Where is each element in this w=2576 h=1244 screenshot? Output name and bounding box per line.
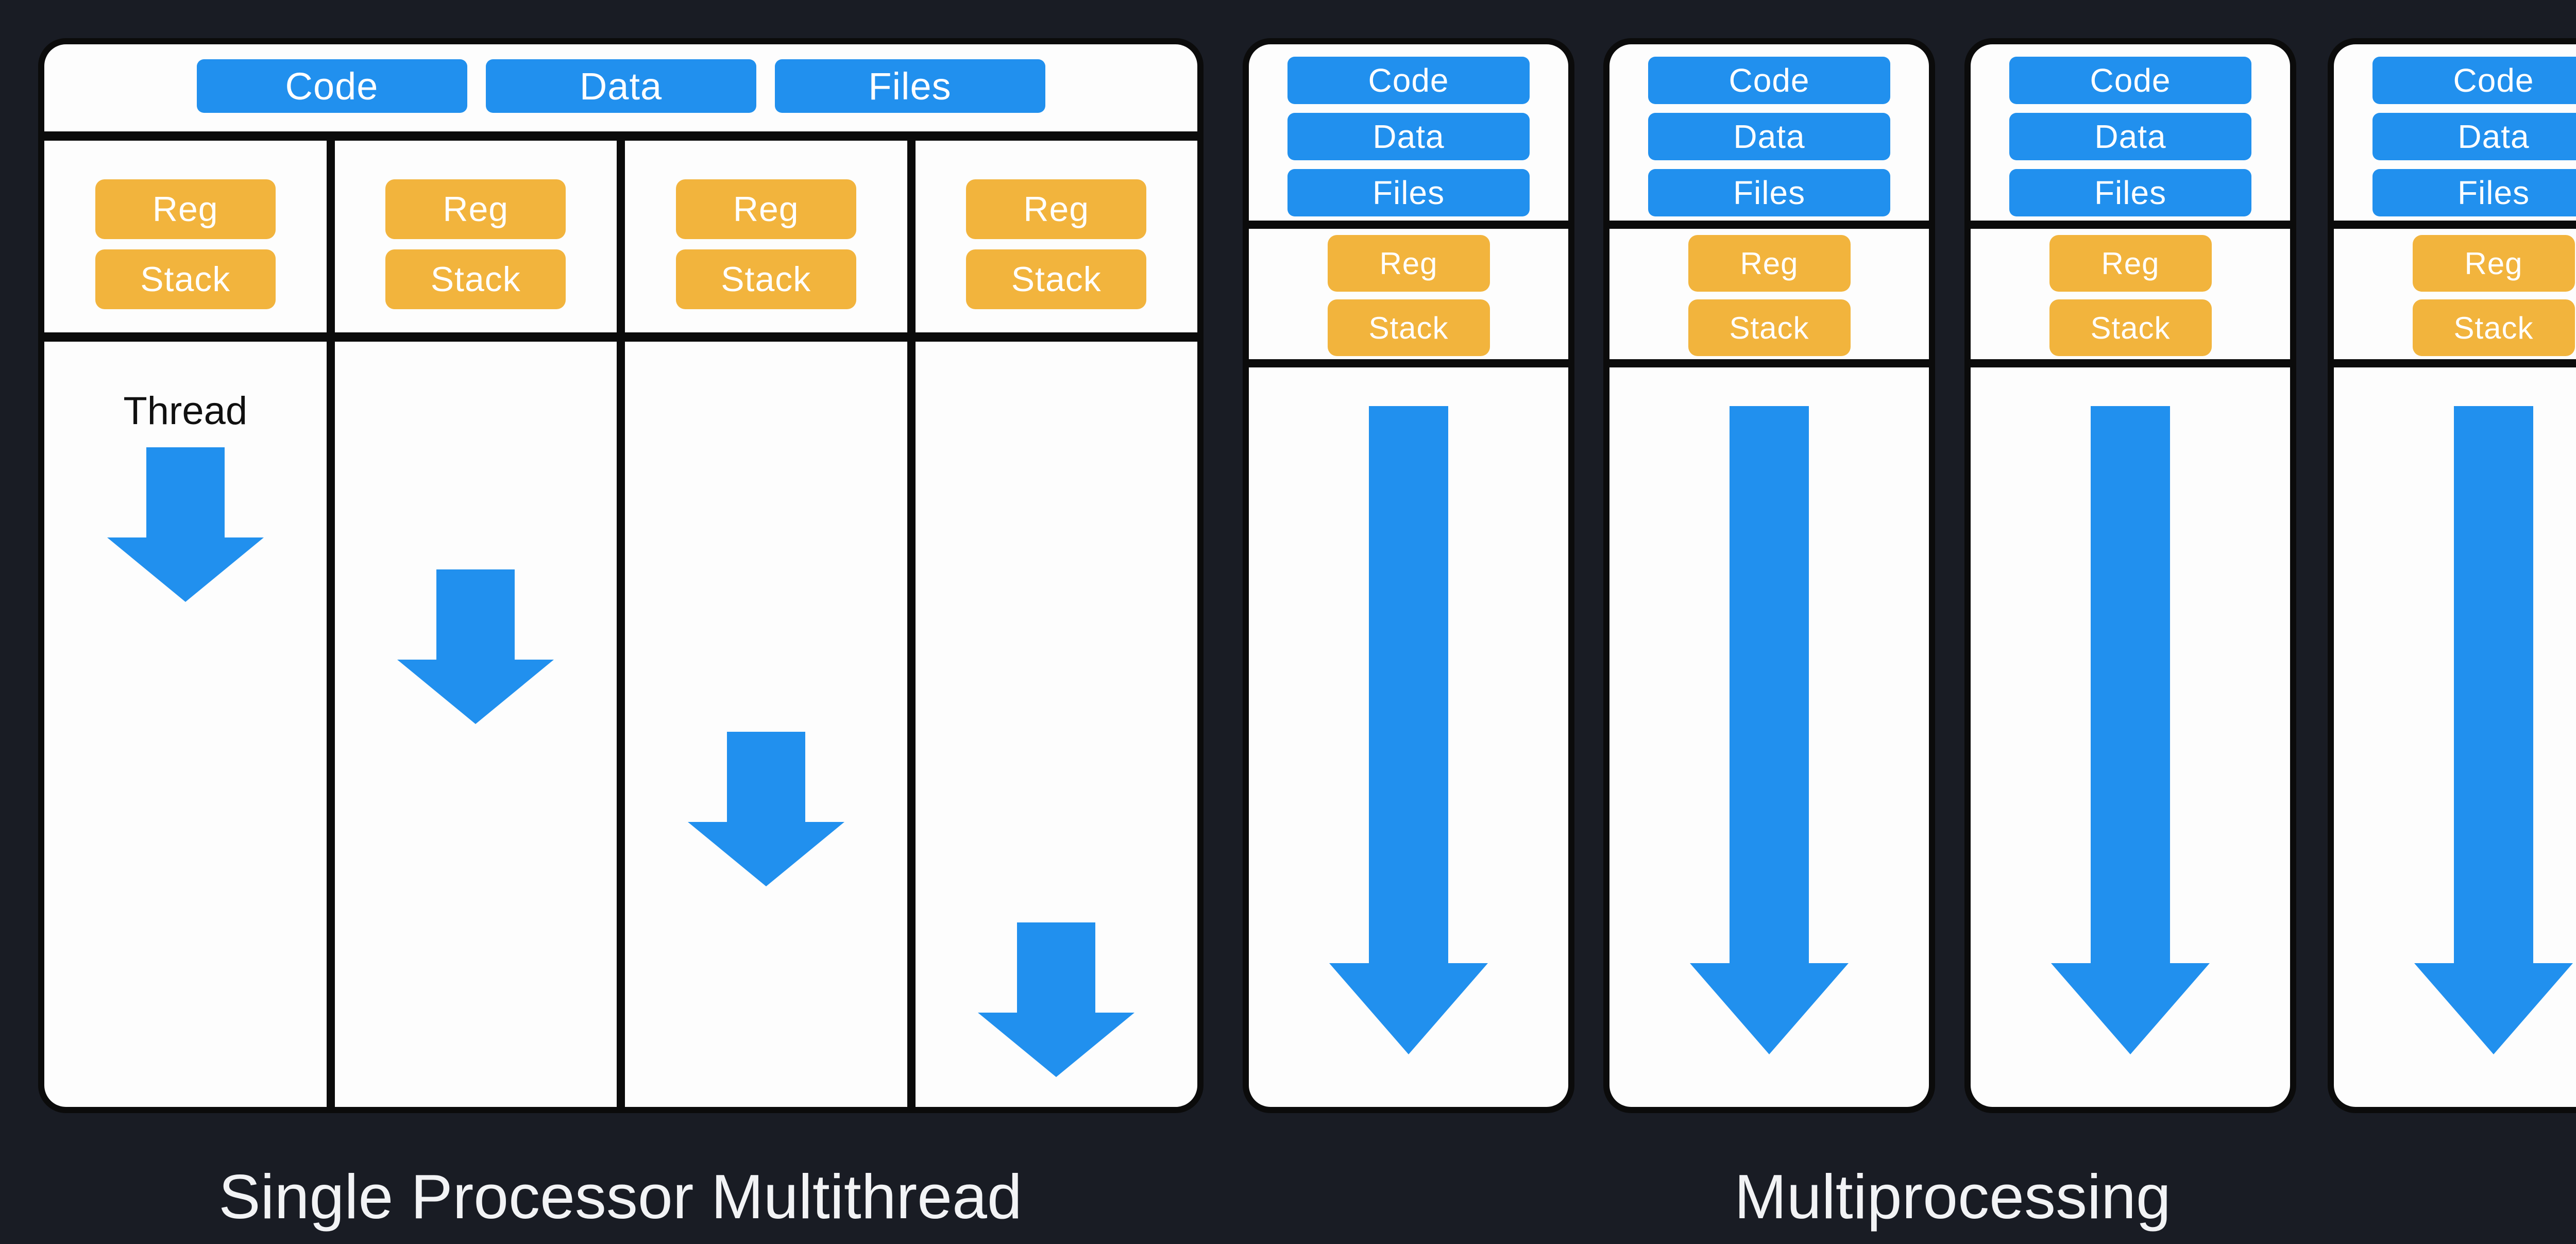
process-3-resources: Code Data Files — [1971, 44, 2290, 229]
process-1-resources: Code Data Files — [1249, 44, 1568, 229]
code-block: Code — [2372, 57, 2576, 104]
caption-single-processor-multithread: Single Processor Multithread — [218, 1162, 1022, 1232]
code-block: Code — [1648, 57, 1890, 104]
reg-block: Reg — [966, 179, 1147, 239]
process-panel-2: Code Data Files Reg Stack — [1603, 38, 1935, 1113]
stack-block: Stack — [2412, 299, 2575, 356]
process-arrow-2 — [1690, 406, 1849, 1054]
reg-block: Reg — [675, 179, 856, 239]
thread-1-context: Reg Stack — [44, 141, 327, 342]
process-panel-4: Code Data Files Reg Stack — [2328, 38, 2576, 1113]
process-panel-3: Code Data Files Reg Stack — [1964, 38, 2296, 1113]
thread-arrow-1 — [107, 447, 264, 602]
data-block: Data — [2009, 113, 2251, 160]
process-arrow-3 — [2051, 406, 2210, 1054]
process-4-resources: Code Data Files — [2334, 44, 2576, 229]
arrow-stem — [1730, 406, 1809, 963]
reg-block: Reg — [1327, 235, 1490, 292]
reg-block: Reg — [95, 179, 276, 239]
thread-column-2: Reg Stack — [326, 141, 617, 1107]
arrow-stem — [1369, 406, 1448, 963]
thread-label: Thread — [123, 389, 248, 433]
thread-column-3: Reg Stack — [617, 141, 907, 1107]
reg-block: Reg — [2049, 235, 2212, 292]
thread-column-4: Reg Stack — [907, 141, 1198, 1107]
thread-4-context: Reg Stack — [915, 141, 1197, 342]
reg-block: Reg — [2412, 235, 2575, 292]
arrow-head — [2051, 963, 2210, 1054]
thread-1-timeline: Thread — [44, 342, 327, 1107]
process-3-context: Reg Stack — [1971, 229, 2290, 367]
arrow-stem — [436, 569, 515, 660]
stack-block: Stack — [1688, 299, 1851, 356]
stack-block: Stack — [1327, 299, 1490, 356]
stack-block: Stack — [966, 249, 1147, 309]
process-2-resources: Code Data Files — [1609, 44, 1929, 229]
data-block: Data — [2372, 113, 2576, 160]
process-arrow-4 — [2414, 406, 2573, 1054]
arrow-head — [1690, 963, 1849, 1054]
stack-block: Stack — [2049, 299, 2212, 356]
arrow-stem — [146, 447, 225, 537]
single-processor-panel: Code Data Files Reg Stack Thread — [38, 38, 1204, 1113]
process-4-context: Reg Stack — [2334, 229, 2576, 367]
arrow-stem — [726, 732, 805, 822]
data-block: Data — [1287, 113, 1530, 160]
process-1-timeline — [1249, 367, 1568, 1107]
arrow-head — [687, 822, 844, 886]
process-arrow-1 — [1329, 406, 1488, 1054]
arrow-head — [978, 1013, 1135, 1077]
process-3-timeline — [1971, 367, 2290, 1107]
files-block: Files — [2009, 169, 2251, 216]
shared-resources-row: Code Data Files — [44, 44, 1197, 141]
stack-block: Stack — [95, 249, 276, 309]
arrow-head — [2414, 963, 2573, 1054]
thread-2-timeline — [335, 342, 617, 1107]
files-block: Files — [774, 59, 1045, 113]
arrow-head — [107, 537, 264, 602]
reg-block: Reg — [385, 179, 566, 239]
data-block: Data — [485, 59, 756, 113]
arrow-stem — [1017, 922, 1096, 1013]
arrow-stem — [2091, 406, 2170, 963]
process-2-context: Reg Stack — [1609, 229, 1929, 367]
stack-block: Stack — [675, 249, 856, 309]
reg-block: Reg — [1688, 235, 1851, 292]
thread-4-timeline — [916, 342, 1198, 1107]
code-block: Code — [2009, 57, 2251, 104]
arrow-head — [1329, 963, 1488, 1054]
stack-block: Stack — [385, 249, 566, 309]
process-4-timeline — [2334, 367, 2576, 1107]
thread-arrow-2 — [397, 569, 554, 724]
code-block: Code — [1287, 57, 1530, 104]
thread-arrow-4 — [978, 922, 1135, 1077]
thread-arrow-3 — [687, 732, 844, 886]
code-block: Code — [196, 59, 467, 113]
thread-column-1: Reg Stack Thread — [44, 141, 327, 1107]
data-block: Data — [1648, 113, 1890, 160]
files-block: Files — [1287, 169, 1530, 216]
thread-columns: Reg Stack Thread Reg Stack — [44, 141, 1197, 1107]
caption-multiprocessing: Multiprocessing — [1734, 1162, 2171, 1232]
files-block: Files — [2372, 169, 2576, 216]
files-block: Files — [1648, 169, 1890, 216]
arrow-stem — [2454, 406, 2533, 963]
arrow-head — [397, 660, 554, 724]
process-panel-1: Code Data Files Reg Stack — [1243, 38, 1574, 1113]
thread-3-context: Reg Stack — [625, 141, 907, 342]
thread-2-context: Reg Stack — [334, 141, 617, 342]
process-2-timeline — [1609, 367, 1929, 1107]
thread-3-timeline — [625, 342, 907, 1107]
process-1-context: Reg Stack — [1249, 229, 1568, 367]
